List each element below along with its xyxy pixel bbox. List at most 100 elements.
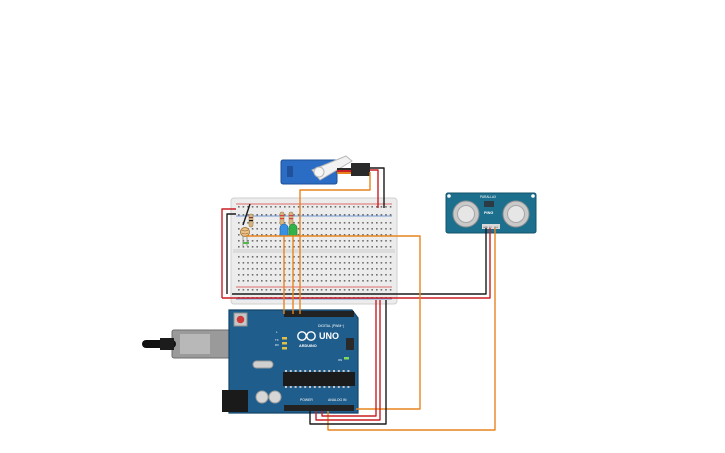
chip-pin: [323, 370, 326, 372]
breadboard-hole: [265, 280, 268, 282]
breadboard-hole: [376, 262, 378, 264]
breadboard-hole: [238, 280, 240, 282]
breadboard-hole: [330, 268, 332, 270]
breadboard-hole: [343, 234, 346, 236]
breadboard-hole: [366, 274, 369, 276]
breadboard-hole: [265, 289, 268, 291]
wire-servo-ground[interactable]: [370, 167, 385, 208]
breadboard-hole: [353, 222, 355, 224]
capacitor-icon: [268, 390, 282, 404]
breadboard-hole: [238, 274, 240, 276]
wire-rail-power-left[interactable]: [221, 208, 236, 298]
breadboard-hole: [247, 289, 249, 291]
breadboard-hole: [261, 214, 263, 216]
breadboard-hole: [376, 246, 378, 248]
breadboard-hole: [288, 206, 291, 208]
breadboard-hole: [297, 280, 300, 282]
breadboard-hole: [302, 280, 304, 282]
breadboard-hole: [238, 206, 240, 208]
breadboard[interactable]: [230, 197, 398, 305]
breadboard-hole: [320, 289, 323, 291]
breadboard-hole: [376, 256, 378, 258]
breadboard-hole: [247, 206, 249, 208]
breadboard-hole: [261, 222, 263, 224]
breadboard-hole: [357, 256, 360, 258]
breadboard-hole: [357, 206, 360, 208]
breadboard-hole: [297, 246, 300, 248]
breadboard-hole: [334, 289, 337, 291]
chip-pin: [289, 370, 292, 372]
breadboard-hole: [366, 246, 369, 248]
breadboard-hole: [302, 268, 304, 270]
wire-arduino-3v[interactable]: [321, 300, 377, 417]
breadboard-hole: [297, 262, 300, 264]
wire-servo-power[interactable]: [370, 169, 379, 208]
breadboard-hole: [371, 240, 373, 242]
breadboard-hole: [293, 262, 295, 264]
breadboard-hole: [348, 214, 350, 216]
breadboard-hole: [357, 262, 360, 264]
wire-servo-signal[interactable]: [299, 172, 371, 314]
breadboard-hole: [320, 206, 323, 208]
breadboard-hole: [311, 214, 314, 216]
breadboard-hole: [325, 246, 327, 248]
chip-pin: [313, 370, 316, 372]
wire-ground-sensor[interactable]: [232, 228, 487, 295]
breadboard-hole: [330, 256, 332, 258]
breadboard-hole: [270, 222, 272, 224]
wire-arduino-gnd[interactable]: [309, 300, 387, 425]
breadboard-hole: [238, 222, 240, 224]
breadboard-hole: [380, 240, 383, 242]
breadboard-hole: [256, 206, 258, 208]
breadboard-hole: [330, 274, 332, 276]
breadboard-hole: [284, 280, 286, 282]
wire-ldr-ground[interactable]: [242, 203, 251, 226]
breadboard-hole: [288, 268, 291, 270]
chip-pin: [328, 370, 331, 372]
chip-pin: [304, 370, 307, 372]
breadboard-hole: [316, 206, 318, 208]
breadboard-hole: [302, 246, 304, 248]
breadboard-hole: [265, 214, 268, 216]
breadboard-hole: [362, 280, 364, 282]
breadboard-hole: [366, 214, 369, 216]
breadboard-hole: [256, 234, 258, 236]
breadboard-hole: [311, 262, 314, 264]
resistor-3[interactable]: [288, 211, 294, 226]
photoresistor[interactable]: [240, 227, 250, 247]
breadboard-hole: [274, 234, 277, 236]
wire-arduino-5v[interactable]: [315, 300, 381, 421]
led-blue[interactable]: [279, 223, 289, 237]
led-green[interactable]: [288, 223, 298, 237]
ultrasonic-sensor[interactable]: PARALLAX PING GND 5V SIG: [445, 192, 537, 234]
breadboard-hole: [251, 262, 254, 264]
chip-pin: [342, 370, 345, 372]
breadboard-hole: [307, 256, 309, 258]
breadboard-hole: [366, 289, 369, 291]
wire-ldr-analog[interactable]: [246, 235, 421, 410]
crystal-icon: [252, 360, 274, 369]
breadboard-hole: [284, 214, 286, 216]
digital-header: [284, 311, 354, 317]
resistor-1[interactable]: [248, 213, 254, 228]
wire-rail-ground-left[interactable]: [226, 213, 236, 294]
breadboard-hole: [362, 262, 364, 264]
breadboard-hole: [320, 274, 323, 276]
wire-5v-sensor[interactable]: [222, 228, 491, 299]
breadboard-hole: [293, 274, 295, 276]
breadboard-hole: [348, 274, 350, 276]
breadboard-hole: [376, 214, 378, 216]
breadboard-hole: [284, 268, 286, 270]
breadboard-hole: [311, 274, 314, 276]
breadboard-hole: [247, 240, 249, 242]
breadboard-hole: [334, 246, 337, 248]
power-jack: [222, 390, 248, 412]
servo-motor[interactable]: [280, 155, 370, 185]
breadboard-hole: [256, 274, 258, 276]
breadboard-hole: [261, 289, 263, 291]
resistor-2[interactable]: [279, 211, 285, 226]
breadboard-hole: [288, 262, 291, 264]
arduino-uno-board[interactable]: UNO ARDUINO DIGITAL (PWM~) POWER ANALOG …: [142, 309, 359, 414]
breadboard-hole: [256, 214, 258, 216]
breadboard-hole: [320, 228, 323, 230]
